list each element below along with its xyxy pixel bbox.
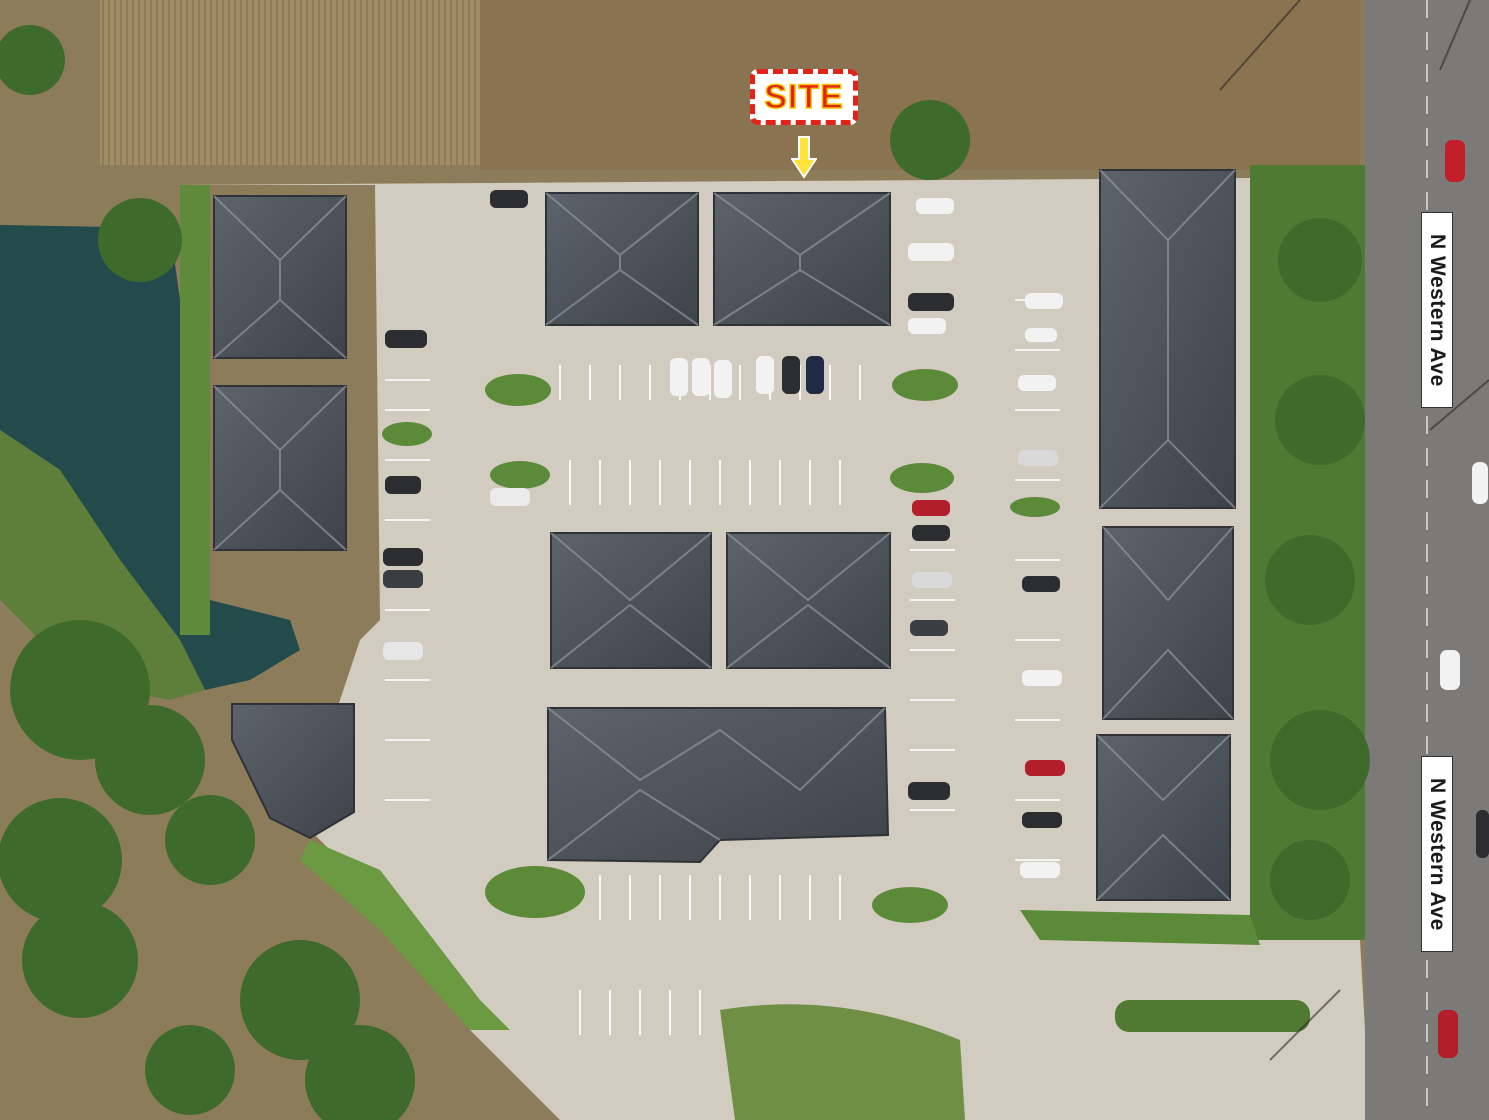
street-name-bottom: N Western Ave: [1426, 777, 1449, 931]
mowed-field: [100, 0, 480, 165]
street-label-bottom: N Western Ave: [1421, 756, 1453, 952]
site-marker: SITE: [750, 69, 858, 125]
arrow-down-icon: [791, 135, 817, 179]
parked-cars: [383, 140, 1489, 1058]
pond: [0, 225, 300, 690]
buildings: [213, 169, 1236, 901]
site-label: SITE: [763, 78, 844, 116]
street-label-top: N Western Ave: [1421, 212, 1453, 408]
grass-strip: [180, 185, 210, 635]
street-name-top: N Western Ave: [1426, 233, 1449, 387]
